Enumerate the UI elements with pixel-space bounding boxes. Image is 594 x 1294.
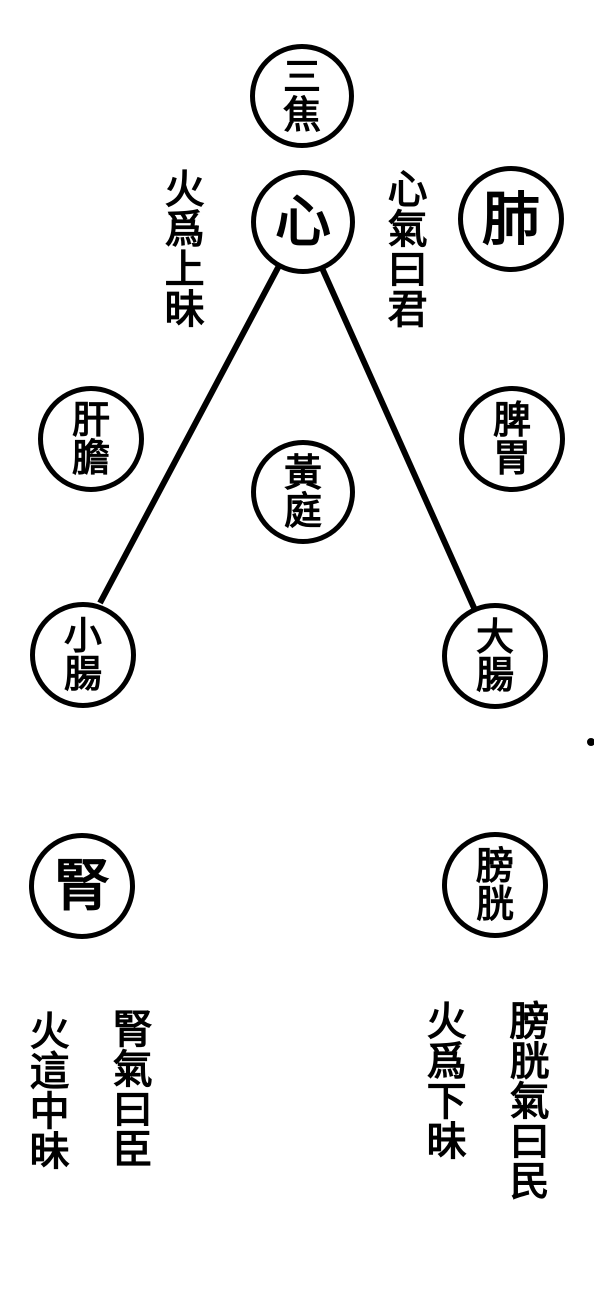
node-dachang: 大腸 bbox=[442, 603, 548, 709]
node-xiaochang-label: 小腸 bbox=[63, 613, 102, 696]
node-dachang-label: 大腸 bbox=[475, 614, 514, 697]
line-xin-to-dachang bbox=[319, 266, 478, 612]
label-pangguang-qi: 膀胱氣曰民 bbox=[502, 1000, 550, 1200]
node-shen: 腎 bbox=[29, 833, 135, 939]
node-sanjiao: 三焦 bbox=[250, 44, 354, 148]
node-pangguang-label: 膀胱 bbox=[475, 843, 514, 926]
node-huangting: 黃庭 bbox=[251, 440, 355, 544]
node-xiaochang: 小腸 bbox=[30, 602, 136, 708]
node-piwei: 脾胃 bbox=[459, 386, 565, 492]
ink-speck bbox=[587, 738, 594, 746]
label-shen-qi: 腎氣曰臣 bbox=[105, 1008, 153, 1168]
node-piwei-label: 脾胃 bbox=[492, 397, 531, 480]
node-fei-label: 肺 bbox=[481, 185, 540, 253]
node-fei: 肺 bbox=[458, 166, 564, 272]
node-gandan-label: 肝膽 bbox=[71, 397, 110, 480]
label-huo-zhong: 火這中昧 bbox=[22, 1010, 70, 1170]
node-xin-label: 心 bbox=[275, 189, 331, 255]
node-gandan: 肝膽 bbox=[38, 386, 144, 492]
node-xin: 心 bbox=[251, 170, 355, 274]
node-huangting-label: 黃庭 bbox=[283, 450, 322, 533]
label-huo-shang: 火爲上昧 bbox=[157, 168, 205, 328]
label-xin-qi: 心氣曰君 bbox=[380, 168, 428, 328]
node-pangguang: 膀胱 bbox=[442, 832, 548, 938]
node-sanjiao-label: 三焦 bbox=[282, 54, 321, 137]
node-shen-label: 腎 bbox=[54, 853, 110, 919]
line-xin-to-xiaochang bbox=[97, 260, 284, 605]
label-huo-xia: 火爲下昧 bbox=[419, 1000, 467, 1160]
